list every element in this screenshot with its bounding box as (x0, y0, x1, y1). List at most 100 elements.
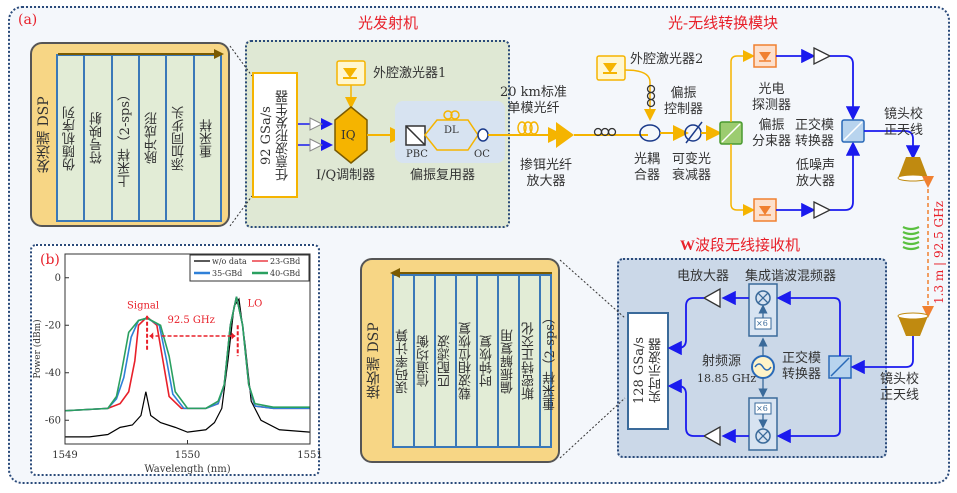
edfa-line1: 掺铒光纤 (520, 158, 573, 173)
x-tick-label: 1550 (175, 450, 200, 461)
multiplier-upper-label: ×6 (756, 319, 768, 328)
spacing-annotation: 92.5 GHz (167, 315, 214, 326)
signal-annotation: Signal (127, 301, 159, 312)
dl-label: DL (444, 125, 459, 136)
lna-icon (813, 200, 832, 220)
rx-ant-l2: 正天线 (880, 388, 920, 403)
driver-amp-icon (309, 117, 324, 131)
laser1-label: 外腔激光器1 (373, 66, 447, 81)
fiber-coil-icon (593, 127, 617, 137)
tx-step: 符号映射 (85, 56, 113, 220)
y-tick-label: -20 (45, 320, 61, 331)
x-axis-label: Wavelength (nm) (144, 464, 230, 475)
o2w-module-title: 光-无线转换模块 (668, 14, 779, 32)
electrical-amp-label: 电放大器 (677, 269, 730, 284)
pd-label: 光电探测器 (752, 82, 791, 114)
lna-label: 低噪声放大器 (796, 158, 835, 190)
rf-frequency: 18.85 GHz (697, 372, 757, 385)
rx-step: 误码率计算 (394, 276, 415, 446)
mixer-label: 集成谐波混频器 (745, 269, 837, 284)
edfa-line2: 放大器 (526, 174, 566, 189)
lna-l1: 低噪声 (796, 158, 836, 173)
y-tick-label: 0 (55, 273, 61, 284)
legend-label: 40-GBd (270, 269, 300, 278)
y-tick-label: -60 (45, 415, 61, 426)
rx-zoom-lines (559, 259, 626, 459)
rx-step: 载波相位恢复 (457, 276, 478, 446)
panel-b-label: (b) (40, 252, 60, 268)
omt-l2: 转换器 (795, 134, 835, 149)
tx-dsp-flow-arrow (58, 49, 224, 59)
pol-controller-icon (646, 84, 656, 108)
legend-label: 35-GBd (212, 269, 242, 278)
pbs-l1: 偏振 (758, 118, 785, 133)
tx-step: 上采样（2-sps） (113, 56, 140, 220)
wireless-wave-icon (902, 226, 920, 251)
rx-antenna-icon (898, 316, 928, 336)
rx-step: 斯密特正交化 (520, 276, 541, 446)
delay-line-icon (443, 110, 453, 120)
transmitter-title: 光发射机 (358, 14, 419, 32)
pd-l2: 探测器 (752, 98, 792, 113)
fiber-length: 20 km标准 (500, 85, 567, 100)
tx-antenna-icon (898, 157, 928, 178)
mixer-icon (755, 428, 771, 444)
x-tick-label: 1551 (297, 450, 322, 461)
receiver-title-text: 波段无线接收机 (695, 236, 801, 254)
fiber-type: 单模光纤 (507, 101, 560, 116)
electrical-amp-icon (702, 287, 721, 309)
rf-source-label: 射频源 (702, 354, 742, 369)
spacing-arrow-head (149, 332, 154, 340)
iq-modulator-icon (334, 106, 368, 164)
voa-l2: 衰减器 (672, 168, 712, 183)
omt-l1: 正交模 (795, 118, 835, 133)
rx-antenna-label: 镜头校正天线 (880, 372, 919, 404)
pol-mux-label: 偏振复用器 (410, 168, 476, 183)
rx-dsp-steps: 误码率计算信道均衡匹配滤波载波相位恢复时钟恢复偏振解复用斯密特正交化重采样（2-… (392, 274, 558, 448)
edfa-icon (556, 122, 574, 148)
tx-ant-l2: 正天线 (884, 123, 924, 138)
tx-step: 脉冲成形 (140, 56, 168, 220)
lna-l2: 放大器 (796, 174, 836, 189)
rx-step: 信道均衡 (415, 276, 436, 446)
panel-a-label: (a) (18, 12, 38, 28)
x-tick-label: 1549 (52, 450, 77, 461)
tx-ant-l1: 镜头校 (884, 107, 924, 122)
pd-l1: 光电 (758, 82, 785, 97)
coupler-label: 光耦合器 (634, 152, 660, 184)
rx-omt-label: 正交模转换器 (782, 351, 821, 383)
tx-antenna-label: 镜头校正天线 (884, 107, 923, 139)
edfa-label: 掺铒光纤放大器 (520, 158, 572, 190)
tx-step: 伪随机序列 (58, 56, 86, 220)
rx-omt-l2: 转换器 (782, 367, 822, 382)
omt-label: 正交模转换器 (795, 118, 834, 150)
oc-label: OC (474, 149, 490, 160)
legend-label: w/o data (212, 257, 247, 266)
pbs-label: 偏振分束器 (752, 118, 791, 150)
tx-dsp-block: 发送端 DSP 伪随机序列符号映射上采样（2-sps）脉冲成形添加同步头重采样 (30, 42, 230, 227)
pbc-label: PBC (406, 149, 428, 160)
fiber-label: 20 km标准单模光纤 (500, 85, 567, 117)
voa-l1: 可变光 (672, 152, 712, 167)
coupler-l2: 合器 (634, 168, 661, 183)
pol-ctrl-l2: 控制器 (664, 102, 704, 117)
lo-annotation: LO (247, 298, 262, 309)
rx-omt-l1: 正交模 (782, 351, 822, 366)
lna-icon (813, 46, 832, 66)
pol-ctrl-l1: 偏振 (670, 86, 697, 101)
laser2-label: 外腔激光器2 (630, 52, 704, 67)
rx-step: 匹配滤波 (436, 276, 457, 446)
spacing-arrow-head (231, 332, 236, 340)
legend-label: 23-GBd (270, 257, 300, 266)
pbs-l2: 分束器 (752, 134, 792, 149)
coupler-l1: 光耦 (634, 152, 661, 167)
iq-modulator-label: I/Q调制器 (316, 168, 376, 183)
pol-mux-block (395, 101, 505, 163)
rx-step: 偏振解复用 (499, 276, 520, 446)
rx-step: 时钟恢复 (478, 276, 499, 446)
